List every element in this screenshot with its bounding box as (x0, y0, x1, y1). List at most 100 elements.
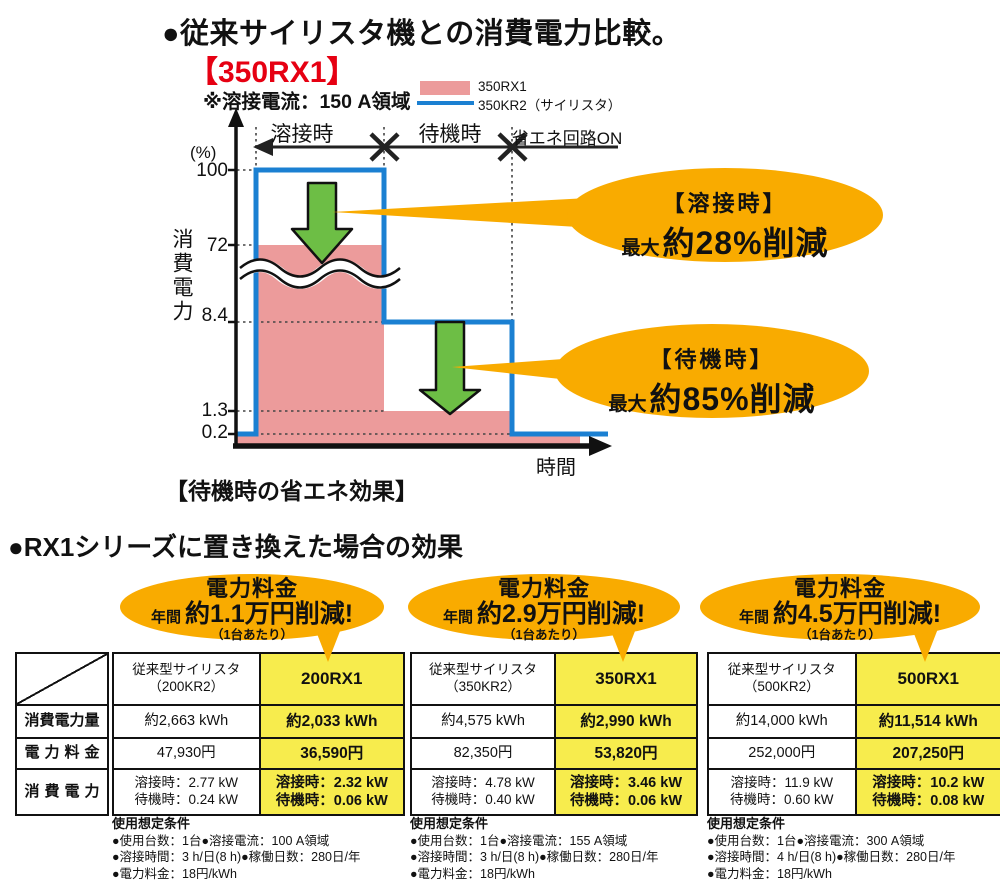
power-new-weld: 溶接時：2.32 kW (275, 774, 388, 791)
page-title: ●従来サイリスタ機との消費電力比較。 (162, 18, 682, 50)
power-old-weld: 溶接時：11.9 kW (730, 775, 833, 791)
saving-badge-200: 電力料金 年間 約1.1万円削減! （1台あたり） (112, 576, 392, 642)
x-axis-label: 時間 (536, 457, 576, 479)
power-new-weld: 溶接時：3.46 kW (570, 774, 682, 791)
old-model-header: 従来型サイリスタ （500KR2） (709, 654, 855, 704)
callout-value: 約85%削減 (649, 381, 816, 417)
power-new-standby: 待機時：0.06 kW (570, 793, 682, 809)
badge-tail (911, 626, 939, 662)
badge-ellipse-200 (120, 574, 384, 640)
welding-current-note: ※溶接電流：150 A領域 (203, 91, 411, 113)
conditions-line: ●使用台数：1台●溶接電流：300 A領域 (707, 833, 925, 848)
badge-ellipse-500 (700, 574, 980, 640)
conditions-line: ●電力料金：18円/kWh (410, 866, 535, 881)
old-model-code: （500KR2） (743, 679, 820, 694)
callout-standby: 【待機時】 最大 約85%削減 (562, 342, 862, 420)
badge-amount: 約4.5万円削減! (772, 600, 942, 629)
callout-ellipse-welding (567, 168, 883, 262)
callout-value: 約28%削減 (662, 225, 829, 261)
row-label-column: 消費電力量 電力料金 消費電力 (15, 652, 109, 816)
phase-label-standby: 待機時 (418, 123, 482, 146)
phase-dimension-line (253, 132, 618, 162)
power-old-cell: 溶接時：4.78 kW 待機時：0.40 kW (412, 768, 554, 814)
comparison-table-350: 従来型サイリスタ （350KR2） 350RX1 約4,575 kWh 約2,9… (410, 652, 698, 816)
power-new-cell: 溶接時：10.2 kW 待機時：0.08 kW (854, 768, 1000, 814)
badge-note: （1台あたり） (503, 627, 585, 642)
old-model-code: （350KR2） (445, 679, 521, 694)
power-new-weld: 溶接時：10.2 kW (872, 774, 985, 791)
phase-label-welding: 溶接時 (270, 123, 334, 146)
energy-old-cell: 約4,575 kWh (412, 704, 554, 737)
old-model-name: 従来型サイリスタ (429, 662, 537, 678)
new-model-header: 350RX1 (554, 654, 696, 704)
energy-new-cell: 約11,514 kWh (854, 704, 1000, 737)
power-old-weld: 溶接時：2.77 kW (134, 775, 239, 791)
old-model-header: 従来型サイリスタ （350KR2） (412, 654, 554, 704)
down-arrow-icon (418, 320, 482, 416)
callout-phase: 【溶接時】 (662, 191, 788, 216)
energy-old-cell: 約2,663 kWh (114, 704, 259, 737)
y-axis-label: 消費電力 (170, 228, 193, 324)
badge-period: 年間 (738, 609, 769, 627)
legend-label-kr2: 350KR2（サイリスタ） (478, 98, 622, 113)
y-tick: 72 (206, 235, 228, 256)
section2-title: ●RX1シリーズに置き換えた場合の効果 (8, 532, 463, 562)
conditions-line: ●溶接時間：4 h/日(8 h)●稼働日数：280日/年 (707, 850, 956, 864)
y-axis (228, 108, 244, 448)
callout-prefix: 最大 (621, 238, 660, 259)
power-old-standby: 待機時：0.24 kW (134, 792, 239, 807)
y-tick: 1.3 (201, 400, 228, 421)
chart-caption: 【待機時の省エネ効果】 (165, 478, 418, 504)
conditions-title: 使用想定条件 (410, 816, 489, 831)
kr2-blue-line-series (237, 167, 608, 437)
cost-old-cell: 252,000円 (709, 737, 855, 768)
energy-old-cell: 約14,000 kWh (709, 704, 855, 737)
power-old-standby: 待機時：0.60 kW (729, 792, 834, 807)
cost-new-cell: 36,590円 (258, 737, 403, 768)
badge-tail (609, 626, 637, 662)
old-model-code: （200KR2） (148, 679, 225, 694)
callout-welding: 【溶接時】 最大 約28%削減 (575, 186, 875, 264)
power-old-cell: 溶接時：2.77 kW 待機時：0.24 kW (114, 768, 259, 814)
callout-prefix: 最大 (608, 394, 647, 415)
row-label-cost: 電力料金 (17, 737, 107, 768)
conditions-350: 使用想定条件 ●使用台数：1台●溶接電流：155 A領域 ●溶接時間：3 h/日… (410, 816, 710, 882)
y-tick: 100 (196, 160, 228, 181)
energy-new-cell: 約2,033 kWh (258, 704, 403, 737)
conditions-line: ●溶接時間：3 h/日(8 h)●稼働日数：280日/年 (410, 850, 659, 864)
phase-label-ecocircuit: 省エネ回路ON (511, 129, 623, 148)
saving-badges (120, 574, 980, 662)
diagonal-header-cell (17, 654, 107, 704)
saving-badge-500: 電力料金 年間 約4.5万円削減! （1台あたり） (700, 576, 980, 642)
old-model-header: 従来型サイリスタ （200KR2） (114, 654, 259, 704)
power-new-cell: 溶接時：2.32 kW 待機時：0.06 kW (258, 768, 403, 814)
model-tag: 【350RX1】 (188, 56, 357, 89)
y-axis-unit: (%) (190, 143, 217, 162)
power-new-cell: 溶接時：3.46 kW 待機時：0.06 kW (554, 768, 696, 814)
badge-ellipse-350 (408, 574, 680, 640)
badge-title: 電力料金 (793, 576, 886, 601)
axis-break-wave (235, 258, 405, 289)
legend-pink-swatch (420, 81, 470, 95)
conditions-500: 使用想定条件 ●使用台数：1台●溶接電流：300 A領域 ●溶接時間：4 h/日… (707, 816, 1000, 882)
cost-new-cell: 53,820円 (554, 737, 696, 768)
old-model-name: 従来型サイリスタ (132, 662, 241, 678)
legend-blue-line-swatch (417, 101, 474, 105)
y-tick: 8.4 (201, 305, 228, 326)
badge-title: 電力料金 (205, 576, 298, 601)
old-model-name: 従来型サイリスタ (727, 662, 836, 678)
callout-phase: 【待機時】 (649, 347, 775, 372)
badge-period: 年間 (150, 609, 181, 627)
conditions-title: 使用想定条件 (112, 816, 191, 831)
down-arrow-icon (290, 181, 354, 265)
conditions-200: 使用想定条件 ●使用台数：1台●溶接電流：100 A領域 ●溶接時間：3 h/日… (112, 816, 412, 882)
saving-badge-350: 電力料金 年間 約2.9万円削減! （1台あたり） (404, 576, 684, 642)
legend-label-rx1: 350RX1 (478, 79, 527, 94)
row-label-energy: 消費電力量 (17, 704, 107, 737)
consumption-step-chart (228, 108, 883, 456)
energy-new-cell: 約2,990 kWh (554, 704, 696, 737)
cost-new-cell: 207,250円 (854, 737, 1000, 768)
power-old-cell: 溶接時：11.9 kW 待機時：0.60 kW (709, 768, 855, 814)
conditions-line: ●溶接時間：3 h/日(8 h)●稼働日数：280日/年 (112, 850, 361, 864)
